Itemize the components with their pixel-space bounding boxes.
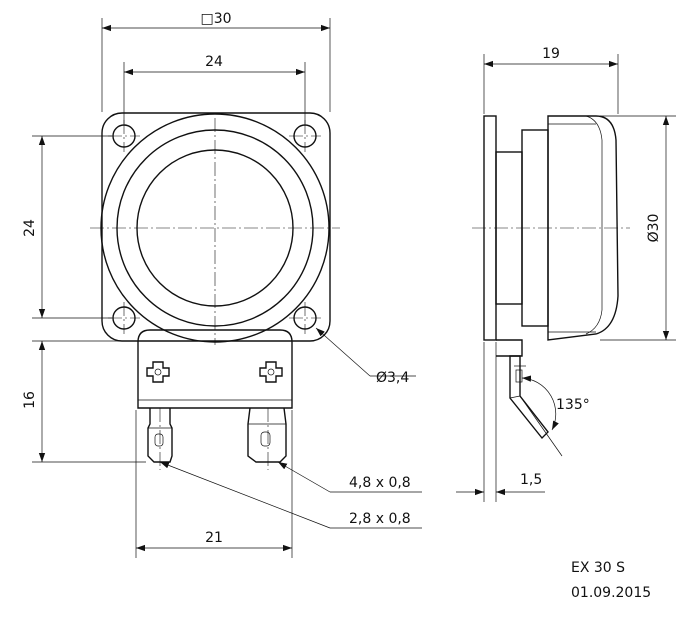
rivet-left [146, 361, 170, 383]
side-bracket [496, 339, 523, 357]
dim-hole-spacing-h: 24 [205, 54, 223, 70]
side-view [472, 115, 630, 440]
dim-terminal-spacing: 21 [205, 530, 223, 546]
dim-tab-small: 2,8 x 0,8 [349, 511, 411, 527]
rivet-right [259, 361, 283, 383]
dim-square-width: □30 [200, 11, 231, 27]
dim-terminal-height: 16 [22, 391, 38, 409]
dim-hole-spacing-v: 24 [22, 219, 38, 237]
square-flange [101, 112, 331, 342]
model-name: EX 30 S [571, 560, 625, 576]
dim-tab-large: 4,8 x 0,8 [349, 475, 411, 491]
terminal-tab-large [247, 407, 287, 463]
dim-depth: 19 [542, 46, 560, 62]
dim-diameter: Ø30 [646, 214, 662, 243]
front-view [90, 112, 340, 470]
front-dimensions: □30 24 24 16 21 Ø3,4 4,8 x 0,8 2,8 x 0,8 [22, 11, 422, 558]
terminal-block [137, 329, 293, 409]
dim-bend-angle: 135° [556, 397, 590, 413]
side-dimensions: 19 Ø30 1,5 135° [456, 46, 676, 502]
dim-flange-thickness: 1,5 [520, 472, 542, 488]
drawing-date: 01.09.2015 [571, 585, 651, 601]
side-cap [547, 115, 619, 341]
title-block: EX 30 S 01.09.2015 [571, 560, 651, 601]
dim-hole-diameter: Ø3,4 [376, 370, 409, 386]
